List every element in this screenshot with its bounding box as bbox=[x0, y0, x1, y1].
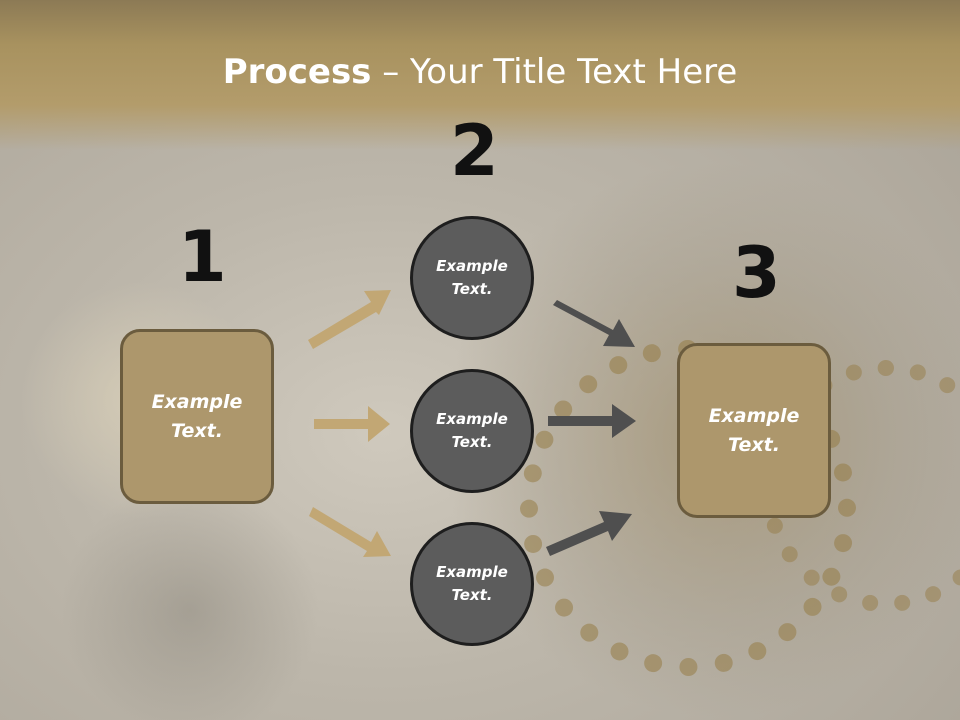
circle-2-line-2: Text. bbox=[451, 433, 493, 451]
title-bold: Process bbox=[222, 52, 372, 92]
step-number-2: 2 bbox=[450, 110, 499, 192]
right-box-line-2: Text. bbox=[728, 433, 780, 456]
arrow-left-to-circle-3 bbox=[309, 507, 391, 557]
circle-3-line-2: Text. bbox=[451, 586, 493, 604]
arrow-circle-1-to-right bbox=[553, 300, 635, 347]
left-box-line-1: Example bbox=[151, 390, 243, 413]
circle-1-line-1: Example bbox=[436, 257, 508, 275]
title-rest: – Your Title Text Here bbox=[371, 52, 738, 92]
arrow-left-to-circle-2 bbox=[314, 406, 390, 442]
arrow-left-to-circle-1 bbox=[308, 290, 391, 349]
arrow-circle-2-to-right bbox=[548, 404, 636, 438]
arrow-circle-3-to-right bbox=[546, 511, 632, 556]
left-box-line-2: Text. bbox=[171, 419, 223, 442]
circle-2-line-1: Example bbox=[436, 410, 508, 428]
step-number-3: 3 bbox=[732, 232, 781, 314]
circle-3-line-1: Example bbox=[436, 563, 508, 581]
step-number-1: 1 bbox=[178, 216, 227, 298]
circle-1-line-2: Text. bbox=[451, 280, 493, 298]
slide-title: Process – Your Title Text Here bbox=[0, 52, 960, 92]
title-band bbox=[0, 0, 960, 150]
right-box-line-1: Example bbox=[708, 404, 800, 427]
